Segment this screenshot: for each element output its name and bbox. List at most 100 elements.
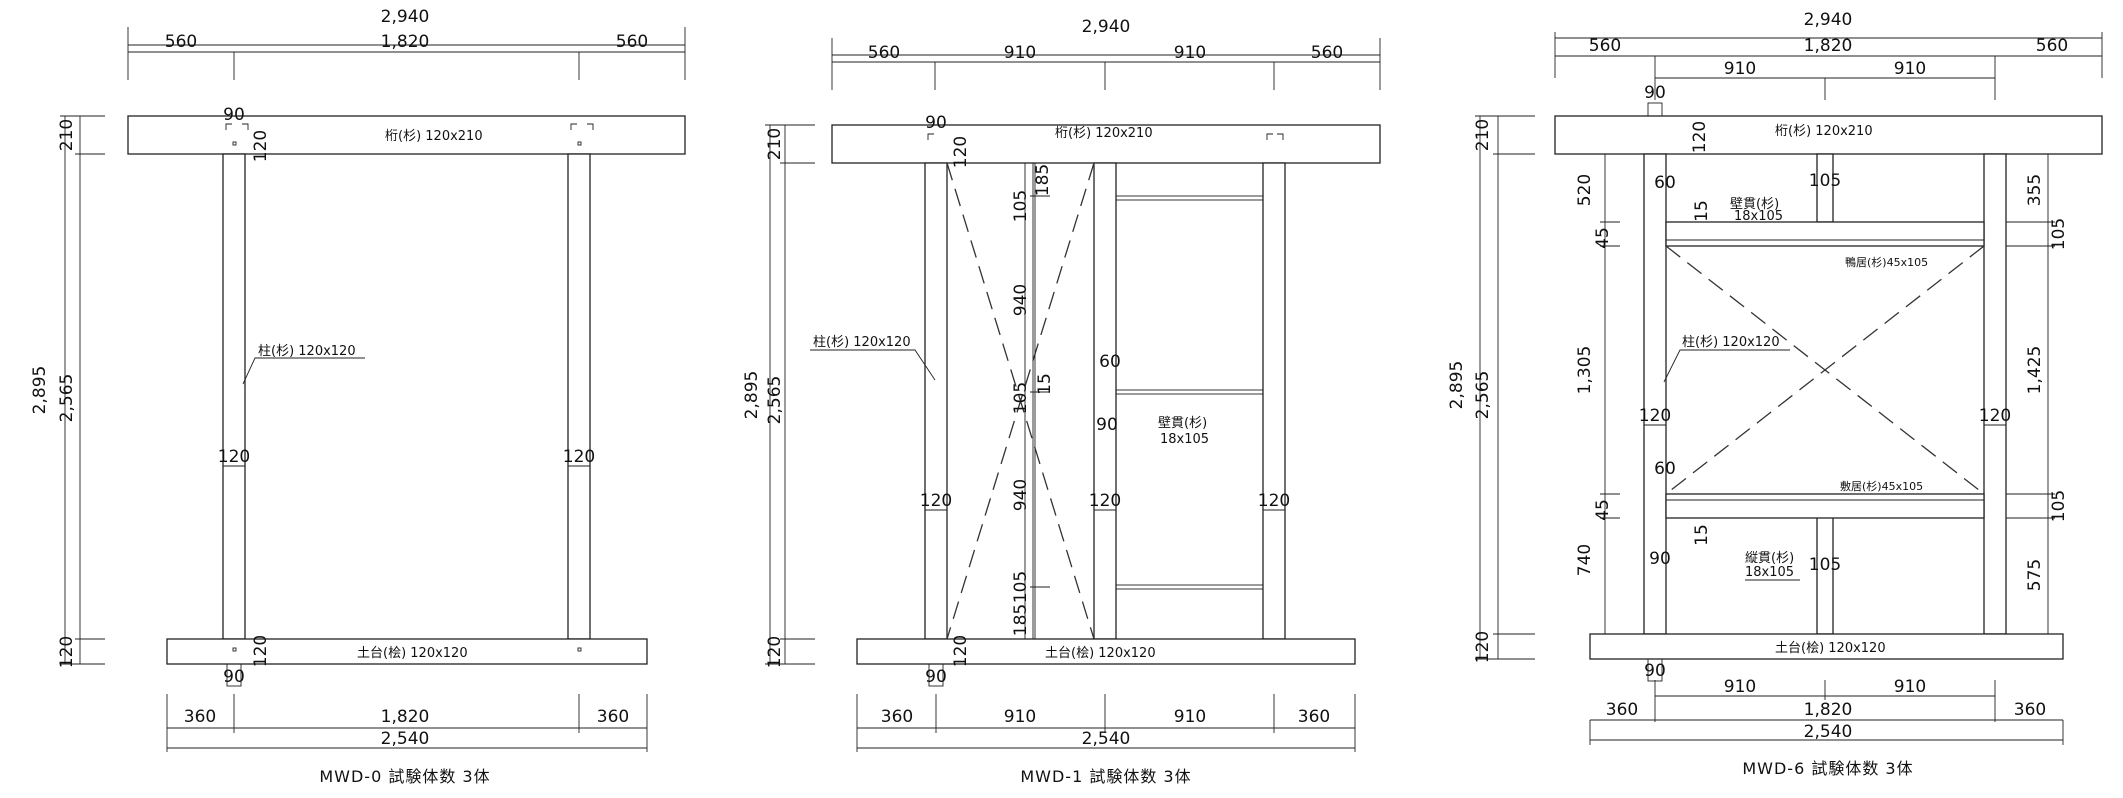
tenon-top-dim: 90	[925, 113, 947, 133]
base-h: 120	[57, 636, 77, 668]
bot-mid-dim: 1,820	[1804, 700, 1853, 720]
nuki-90: 90	[1096, 415, 1118, 435]
n60b: 60	[1654, 459, 1676, 479]
frame-mwd-1: 2,940 560 910 910 560 桁(杉) 120x210 90 12…	[742, 17, 1381, 786]
sill-label: 土台(桧) 120x120	[357, 646, 468, 661]
top-mid-dim: 1,820	[1804, 36, 1853, 56]
l45a: 45	[1593, 227, 1613, 249]
sill	[856, 638, 1356, 665]
n90: 90	[1649, 549, 1671, 569]
bot-sub-a: 910	[1724, 677, 1756, 697]
top-b-dim: 910	[1004, 43, 1036, 63]
nuki-size: 18x105	[1160, 432, 1209, 447]
shikii	[1665, 493, 1985, 519]
v105c: 105	[1011, 571, 1031, 603]
bot-left-dim: 360	[1606, 700, 1638, 720]
overall-h: 2,895	[30, 366, 50, 415]
post-right	[567, 153, 591, 640]
frame-mwd-6: 2,940 560 1,820 560 910 910 桁(杉) 120x210…	[1447, 10, 2103, 778]
post-w-right: 120	[1258, 491, 1290, 511]
top-c-dim: 910	[1174, 43, 1206, 63]
l45b: 45	[1593, 499, 1613, 521]
v940a: 940	[1011, 284, 1031, 316]
n15a: 15	[1692, 200, 1712, 222]
tatenuki-size: 18x105	[1745, 565, 1794, 580]
r355: 355	[2025, 174, 2045, 206]
bot-right-dim: 360	[597, 707, 629, 727]
center-105-top: 105	[1809, 171, 1841, 191]
caption: MWD-0 試験体数 3体	[319, 767, 490, 786]
tenon-top-h: 120	[951, 136, 971, 168]
tenon-bot-dim: 90	[925, 667, 947, 687]
tenon-top-dim: 90	[223, 105, 245, 125]
l740: 740	[1575, 544, 1595, 576]
top-total-dim: 2,940	[381, 7, 430, 27]
top-left-dim: 560	[165, 32, 197, 52]
top-sub-b: 910	[1894, 59, 1926, 79]
base-h: 120	[1473, 631, 1493, 663]
nuki-label: 壁貫(杉)	[1158, 416, 1207, 431]
top-right-dim: 560	[2036, 36, 2068, 56]
beam-label: 桁(杉) 120x210	[1775, 124, 1873, 139]
tenon-bot-dim: 90	[223, 667, 245, 687]
bot-total-dim: 2,540	[381, 729, 430, 749]
sill-label: 土台(桧) 120x120	[1775, 641, 1886, 656]
bot-a-dim: 360	[881, 707, 913, 727]
v105b: 105	[1011, 382, 1031, 414]
wallnuki-label: 壁貫(杉)	[1730, 197, 1779, 212]
wallnuki-size: 18x105	[1734, 209, 1783, 224]
bot-d-dim: 360	[1298, 707, 1330, 727]
post-w-left: 120	[218, 447, 250, 467]
overall-h: 2,895	[742, 371, 762, 420]
post-left	[222, 153, 246, 640]
v185a: 185	[1033, 164, 1053, 196]
top-right-dim: 560	[616, 32, 648, 52]
v105a: 105	[1011, 190, 1031, 222]
tenon-bot-h: 120	[251, 635, 271, 667]
mid-h: 2,565	[1473, 371, 1493, 420]
bot-c-dim: 910	[1174, 707, 1206, 727]
caption: MWD-6 試験体数 3体	[1742, 759, 1913, 778]
bot-mid-dim: 1,820	[381, 707, 430, 727]
post-right	[1262, 162, 1286, 640]
r575: 575	[2025, 559, 2045, 591]
beam-label: 桁(杉) 120x210	[1055, 126, 1153, 141]
bot-sub-b: 910	[1894, 677, 1926, 697]
sill	[166, 638, 648, 665]
tenon-top-dim: 90	[1644, 83, 1666, 103]
tenon-bot-dim: 90	[1644, 661, 1666, 681]
top-left-dim: 560	[1589, 36, 1621, 56]
kamoi-label: 鴨居(杉)45x105	[1845, 255, 1928, 269]
n15b: 15	[1692, 524, 1712, 546]
top-mid-dim: 1,820	[381, 32, 430, 52]
v185b: 185	[1011, 604, 1031, 636]
frame-mwd-0: 2,940 560 1,820 560 桁(杉) 120x210 90 120 …	[30, 7, 686, 786]
bot-total-dim: 2,540	[1804, 722, 1853, 742]
beam	[127, 115, 686, 155]
bot-total-dim: 2,540	[1082, 729, 1131, 749]
post-left	[924, 162, 948, 640]
mid-h: 2,565	[57, 374, 77, 423]
nuki-60: 60	[1099, 352, 1121, 372]
beam-h: 210	[57, 119, 77, 151]
bot-b-dim: 910	[1004, 707, 1036, 727]
post-label: 柱(杉) 120x120	[258, 344, 356, 359]
center-105-bot: 105	[1809, 555, 1841, 575]
post-w-right: 120	[563, 447, 595, 467]
caption: MWD-1 試験体数 3体	[1020, 767, 1191, 786]
beam	[831, 124, 1381, 164]
r105b: 105	[2049, 490, 2069, 522]
mid-h: 2,565	[765, 376, 785, 425]
top-total-dim: 2,940	[1082, 17, 1131, 37]
wall-nuki	[1115, 195, 1264, 590]
post-label: 柱(杉) 120x120	[813, 335, 911, 350]
post-w-right: 120	[1979, 406, 2011, 426]
sill	[1589, 633, 2064, 660]
kamoi	[1665, 221, 1985, 247]
post-w-center: 120	[1089, 491, 1121, 511]
n60a: 60	[1654, 173, 1676, 193]
overall-h: 2,895	[1447, 361, 1467, 410]
l520: 520	[1575, 174, 1595, 206]
top-sub-a: 910	[1724, 59, 1756, 79]
shikii-label: 敷居(杉)45x105	[1840, 479, 1923, 493]
